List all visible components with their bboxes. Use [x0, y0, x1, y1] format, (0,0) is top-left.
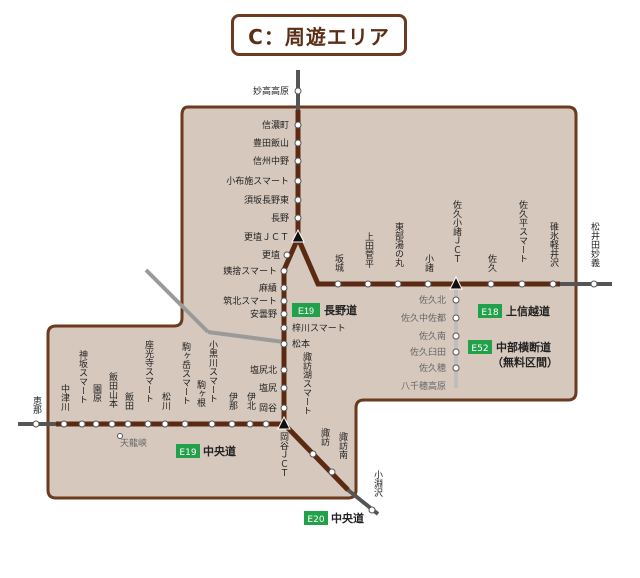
svg-text:更埴: 更埴: [262, 249, 280, 261]
svg-text:麻績: 麻績: [259, 282, 277, 294]
svg-text:岡谷: 岡谷: [259, 403, 277, 414]
label-kokuro-smart: 小黒川スマート: [207, 340, 217, 403]
label-nakatsugawa: 中津川: [59, 384, 69, 411]
svg-text:佐久臼田: 佐久臼田: [410, 346, 446, 358]
svg-text:筑北スマート: 筑北スマート: [223, 295, 277, 307]
svg-text:妙高高原: 妙高高原: [253, 85, 289, 97]
label-saku-komoro-jct: 佐久小諸ＪＣＴ: [451, 200, 461, 263]
label-iida: 飯田: [123, 392, 133, 410]
svg-text:中央道: 中央道: [203, 444, 236, 458]
area-title: C：周遊エリア: [231, 14, 407, 56]
label-zakoji-smart: 座光寺スマート: [143, 340, 153, 403]
label-ena: 恵那: [31, 396, 41, 414]
road-azumino-link: [207, 330, 285, 344]
svg-text:佐久穂: 佐久穂: [419, 362, 446, 374]
svg-text:上信越道: 上信越道: [506, 304, 550, 318]
jct-koshoku-marker: [291, 228, 305, 243]
label-usui-karuizawa: 碓氷軽井沢: [548, 222, 558, 267]
road-outside-northwest: [144, 268, 210, 334]
label-ina-kita: 伊北: [245, 392, 255, 410]
svg-text:塩尻: 塩尻: [259, 382, 277, 394]
badge-e19-nagano: E19 長野道: [292, 303, 357, 317]
svg-text:信州中野: 信州中野: [253, 155, 289, 167]
label-matsukawa: 松川: [160, 392, 170, 410]
label-okaya-jct: 岡谷ＪＣＴ: [278, 432, 288, 477]
svg-text:梓川スマート: 梓川スマート: [292, 322, 346, 334]
svg-text:E52: E52: [471, 344, 488, 354]
label-sakaki: 坂城: [333, 254, 343, 272]
label-ueda-sugadaira: 上田菅平: [363, 232, 373, 268]
badge-e20-chuo: E20 中央道: [304, 511, 364, 525]
svg-text:姨捨スマート: 姨捨スマート: [223, 265, 277, 277]
svg-text:塩尻北: 塩尻北: [250, 364, 277, 376]
road-chuo-east: [282, 422, 350, 492]
label-komoro: 小諸: [423, 254, 433, 272]
label-kobuchizawa: 小淵沢: [372, 470, 382, 497]
svg-text:E20: E20: [307, 515, 324, 525]
svg-text:佐久南: 佐久南: [419, 330, 446, 342]
svg-text:安曇野: 安曇野: [250, 308, 277, 320]
label-saku-hirase-smart: 佐久平スマート: [517, 200, 527, 263]
svg-text:豊田飯山: 豊田飯山: [253, 137, 289, 149]
svg-text:中部横断道: 中部横断道: [496, 340, 551, 354]
svg-text:E18: E18: [481, 308, 498, 318]
label-iida-yamamoto: 飯田山本: [107, 372, 117, 408]
svg-text:佐久北: 佐久北: [419, 294, 446, 306]
circulation-area: [46, 105, 578, 500]
label-ina: 伊那: [227, 392, 237, 410]
label-misaka-smart: 神坂スマート: [77, 350, 87, 404]
jct-okaya-marker: [277, 415, 291, 430]
ic-dots: [32, 87, 598, 514]
label-tobu-yunomaru: 東部湯の丸: [393, 222, 403, 267]
label-komagane: 駒ヶ根: [195, 380, 205, 407]
label-komagatake-smart: 駒ヶ岳スマート: [180, 342, 190, 405]
badge-e19-chuo: E19 中央道: [176, 444, 236, 458]
labels-nagano-right: 梓川スマート 松本: [292, 322, 346, 350]
road-joshinetsu-east: [295, 237, 560, 287]
svg-text:長野道: 長野道: [324, 303, 357, 317]
svg-text:E19: E19: [298, 306, 314, 316]
svg-text:松本: 松本: [292, 338, 310, 350]
label-saku: 佐久: [486, 254, 496, 272]
label-sonohara: 園原: [91, 384, 101, 402]
svg-text:信濃町: 信濃町: [262, 119, 289, 131]
label-matsuida-myogi: 松井田妙義: [589, 222, 599, 267]
label-suwa-minami: 諏訪南: [337, 432, 347, 459]
svg-text:八千穂高原: 八千穂高原: [401, 380, 446, 392]
label-suwako-smart: 諏訪湖スマート: [301, 352, 311, 415]
svg-text:佐久中佐都: 佐久中佐都: [401, 312, 446, 324]
svg-text:更埴ＪＣＴ: 更埴ＪＣＴ: [244, 231, 289, 243]
badge-e52-chubu-odan: E52 中部横断道 （無料区間）: [468, 340, 558, 369]
labels-nagano-road: 妙高高原 信濃町 豊田飯山 信州中野 小布施スマート 須坂長野東 長野 更埴ＪＣ…: [223, 85, 289, 414]
svg-text:E19: E19: [179, 448, 196, 458]
svg-text:（無料区間）: （無料区間）: [492, 355, 558, 369]
svg-text:須坂長野東: 須坂長野東: [244, 194, 289, 206]
label-tenryukyo: 天龍峡: [120, 437, 147, 449]
badge-e18-joshinetsu: E18 上信越道: [478, 304, 550, 318]
label-suwa: 諏訪: [319, 428, 329, 446]
labels-e52: 佐久北 佐久中佐都 佐久南 佐久臼田 佐久穂 八千穂高原: [401, 294, 446, 392]
svg-text:長野: 長野: [271, 213, 289, 224]
svg-text:中央道: 中央道: [331, 511, 364, 525]
svg-text:小布施スマート: 小布施スマート: [226, 175, 289, 187]
jct-saku-komoro-marker: [449, 275, 463, 290]
